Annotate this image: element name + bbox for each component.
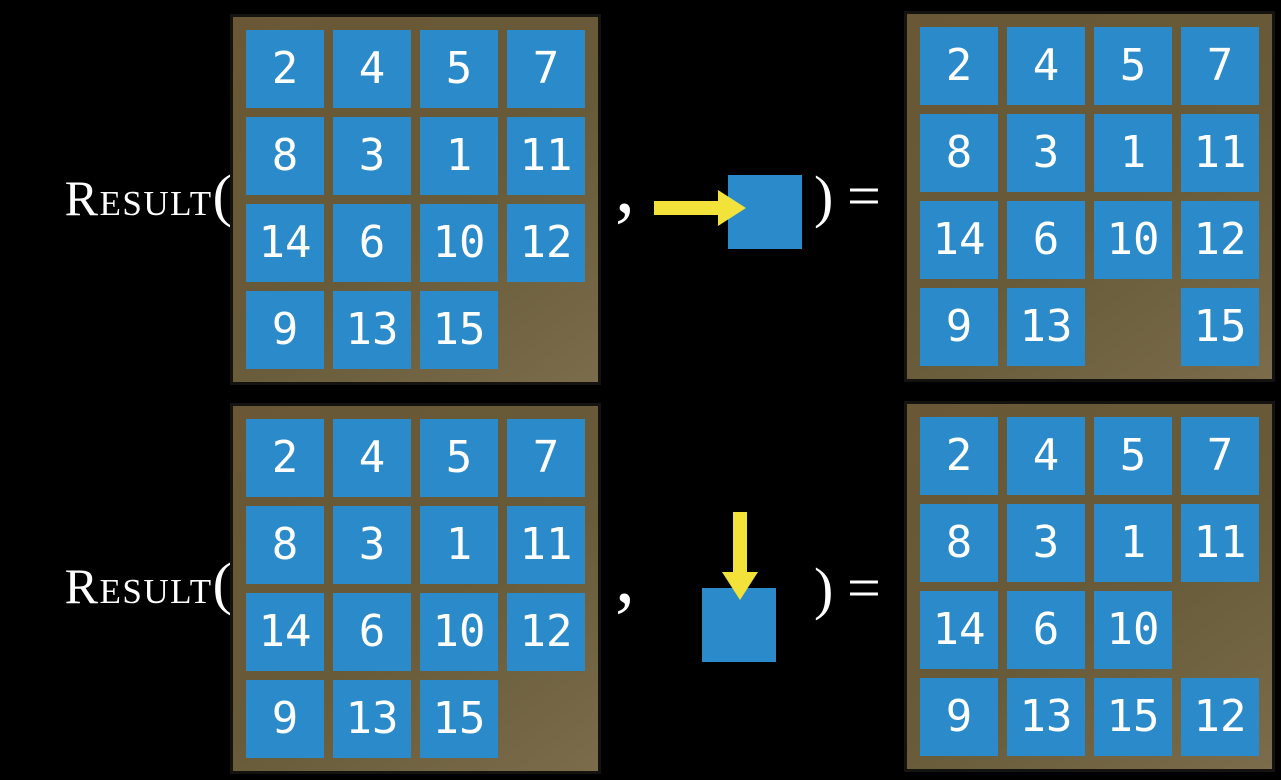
puzzle-tile: 11 xyxy=(1181,504,1259,582)
puzzle-tile: 6 xyxy=(333,593,411,671)
puzzle-tile: 15 xyxy=(1181,288,1259,366)
puzzle-tile: 15 xyxy=(420,291,498,369)
puzzle-tile: 10 xyxy=(1094,591,1172,669)
puzzle-tile: 7 xyxy=(1181,417,1259,495)
puzzle-tile: 12 xyxy=(507,593,585,671)
empty-cell xyxy=(1181,591,1259,669)
puzzle-tile: 3 xyxy=(1007,114,1085,192)
puzzle-tile: 1 xyxy=(420,117,498,195)
puzzle-tile: 14 xyxy=(246,204,324,282)
puzzle-tile: 4 xyxy=(1007,417,1085,495)
puzzle-tile: 7 xyxy=(1181,27,1259,105)
puzzle-tile: 10 xyxy=(1094,201,1172,279)
equals-sign: = xyxy=(847,163,881,229)
puzzle-tile: 9 xyxy=(246,680,324,758)
puzzle-tile: 4 xyxy=(333,419,411,497)
puzzle-tile: 8 xyxy=(246,117,324,195)
puzzle-tile: 1 xyxy=(420,506,498,584)
puzzle-tile: 11 xyxy=(1181,114,1259,192)
empty-cell xyxy=(1094,288,1172,366)
puzzle-tile: 1 xyxy=(1094,114,1172,192)
puzzle-tile: 5 xyxy=(420,419,498,497)
puzzle-tile: 7 xyxy=(507,30,585,108)
comma: , xyxy=(615,532,635,620)
puzzle-tile: 7 xyxy=(507,419,585,497)
puzzle-tile: 15 xyxy=(1094,678,1172,756)
puzzle-tile: 5 xyxy=(420,30,498,108)
puzzle-tile: 5 xyxy=(1094,27,1172,105)
comma: , xyxy=(615,142,635,230)
puzzle-tile: 8 xyxy=(246,506,324,584)
right-arrow-icon xyxy=(654,190,746,226)
empty-cell xyxy=(507,291,585,369)
puzzle-tile: 12 xyxy=(1181,201,1259,279)
puzzle-tile: 6 xyxy=(333,204,411,282)
function-name: Result xyxy=(64,558,213,614)
puzzle-tile: 13 xyxy=(333,291,411,369)
puzzle-tile: 2 xyxy=(920,417,998,495)
puzzle-tile: 2 xyxy=(246,419,324,497)
puzzle-tile: 13 xyxy=(1007,678,1085,756)
puzzle-tile: 14 xyxy=(920,591,998,669)
action-tile xyxy=(702,588,776,662)
puzzle-tile: 11 xyxy=(507,506,585,584)
puzzle-tile: 12 xyxy=(507,204,585,282)
open-paren: ( xyxy=(212,551,232,616)
puzzle-tile: 9 xyxy=(246,291,324,369)
action-tile xyxy=(728,175,802,249)
puzzle-tile: 3 xyxy=(1007,504,1085,582)
puzzle-tile: 15 xyxy=(420,680,498,758)
puzzle-tile: 14 xyxy=(920,201,998,279)
down-arrow-icon xyxy=(722,512,758,600)
puzzle-tile: 6 xyxy=(1007,591,1085,669)
puzzle-tile: 2 xyxy=(246,30,324,108)
puzzle-tile: 9 xyxy=(920,288,998,366)
puzzle-tile: 5 xyxy=(1094,417,1172,495)
puzzle-tile: 11 xyxy=(507,117,585,195)
result-function-label: Result( xyxy=(0,167,232,225)
puzzle-tile: 4 xyxy=(333,30,411,108)
puzzle-tile: 2 xyxy=(920,27,998,105)
puzzle-tile: 3 xyxy=(333,117,411,195)
puzzle-tile: 13 xyxy=(333,680,411,758)
puzzle-tile: 13 xyxy=(1007,288,1085,366)
empty-cell xyxy=(507,680,585,758)
puzzle-tile: 14 xyxy=(246,593,324,671)
puzzle-tile: 6 xyxy=(1007,201,1085,279)
puzzle-tile: 1 xyxy=(1094,504,1172,582)
puzzle-tile: 3 xyxy=(333,506,411,584)
equals-sign: = xyxy=(847,555,881,621)
close-paren: ) xyxy=(814,164,834,229)
puzzle-tile: 10 xyxy=(420,593,498,671)
result-function-label: Result( xyxy=(0,555,232,613)
puzzle-tile: 12 xyxy=(1181,678,1259,756)
puzzle-tile: 8 xyxy=(920,504,998,582)
open-paren: ( xyxy=(212,163,232,228)
close-paren: ) xyxy=(814,556,834,621)
puzzle-tile: 4 xyxy=(1007,27,1085,105)
function-name: Result xyxy=(64,170,213,226)
puzzle-tile: 8 xyxy=(920,114,998,192)
puzzle-tile: 9 xyxy=(920,678,998,756)
puzzle-tile: 10 xyxy=(420,204,498,282)
